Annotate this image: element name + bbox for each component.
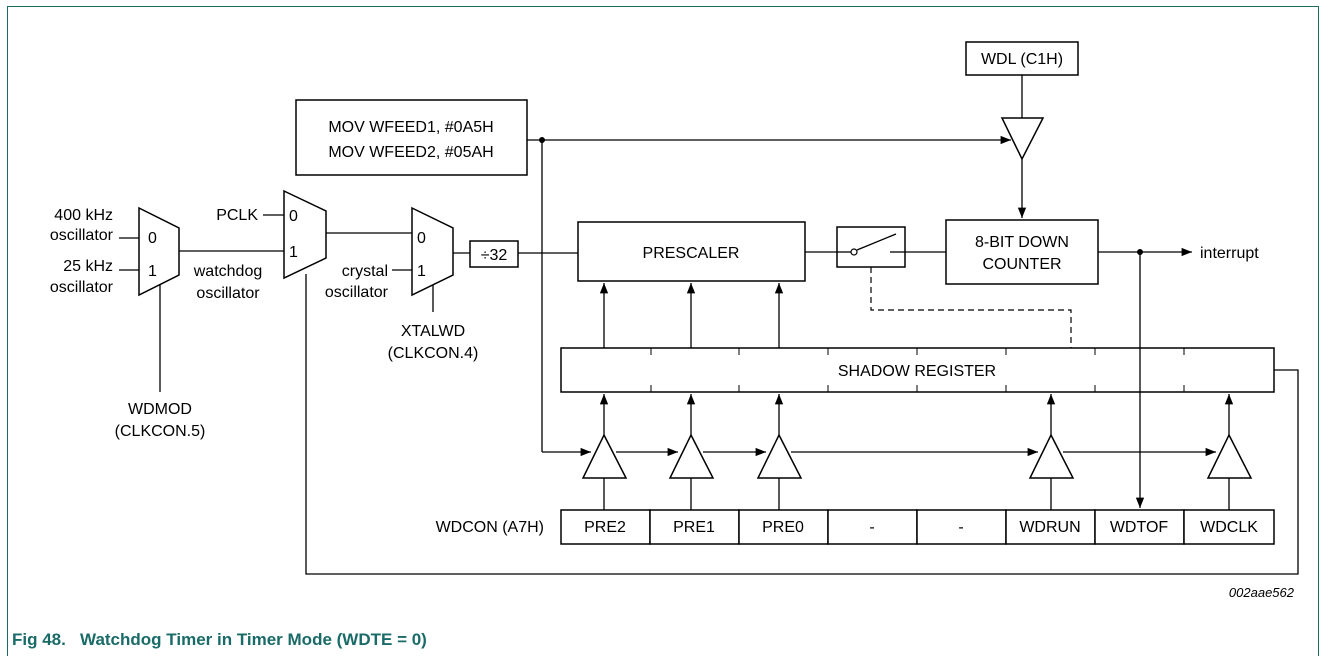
- pclk-label: PCLK: [216, 207, 258, 224]
- pre1-buffer: [668, 433, 715, 479]
- wdl-load-buffer: [1000, 117, 1045, 161]
- shadow-register-dividers: [650, 348, 1185, 392]
- interrupt-label: interrupt: [1200, 245, 1259, 262]
- figure-caption: Fig 48. Watchdog Timer in Timer Mode (WD…: [12, 630, 427, 650]
- wdcon-bit: PRE1: [673, 519, 715, 536]
- wdmod-label: WDMOD: [128, 401, 192, 418]
- pre0-buffer: [756, 433, 803, 479]
- shadow-register-label: SHADOW REGISTER: [838, 363, 996, 380]
- wdcon-bit: PRE2: [584, 519, 626, 536]
- figure-frame: [7, 6, 1319, 656]
- wdcon-bit: WDTOF: [1110, 519, 1169, 536]
- mux1-input-0: 0: [148, 230, 157, 247]
- feed-line-1: MOV WFEED1, #0A5H: [328, 119, 493, 136]
- osc-25khz-label: 25 kHz: [63, 258, 113, 275]
- clock-source-mux: [283, 189, 327, 280]
- mux3-input-1: 1: [417, 263, 426, 280]
- crystal-osc-label-2: oscillator: [325, 284, 389, 301]
- wdcon-bit: WDCLK: [1200, 519, 1258, 536]
- wdcon-bit: -: [869, 519, 874, 536]
- xtalwd-label: XTALWD: [401, 323, 465, 340]
- wdcon-bit: -: [958, 519, 963, 536]
- pre2-buffer: [581, 433, 628, 479]
- caption-title: Watchdog Timer in Timer Mode (WDTE = 0): [80, 630, 427, 649]
- mux1-input-1: 1: [148, 263, 157, 280]
- mux2-input-0: 0: [289, 208, 298, 225]
- oscillator-mux: [138, 206, 180, 297]
- wdcon-label: WDCON (A7H): [436, 519, 544, 536]
- caption-number: Fig 48.: [12, 630, 66, 649]
- divide-by-32-label: ÷32: [481, 247, 508, 264]
- wdl-label: WDL (C1H): [981, 51, 1063, 68]
- watchdog-osc-label: watchdog: [193, 263, 263, 280]
- enable-switch: [836, 226, 906, 268]
- counter-label-2: COUNTER: [982, 256, 1061, 273]
- feed-line-2: MOV WFEED2, #05AH: [328, 144, 493, 161]
- prescaler-label: PRESCALER: [643, 245, 740, 262]
- wdcon-bit: PRE0: [762, 519, 804, 536]
- osc-400khz-label-2: oscillator: [50, 227, 114, 244]
- wdmod-label-2: (CLKCON.5): [115, 423, 206, 440]
- osc-400khz-label: 400 kHz: [54, 207, 113, 224]
- mux2-input-1: 1: [289, 244, 298, 261]
- down-counter-block: [945, 219, 1099, 285]
- xtalwd-label-2: (CLKCON.4): [388, 345, 479, 362]
- watchdog-osc-label-2: oscillator: [196, 285, 260, 302]
- wdclk-buffer: [1206, 433, 1253, 479]
- wdcon-register: PRE2 PRE1 PRE0 - - WDRUN WDTOF WDCLK: [560, 509, 1275, 545]
- divide-by-32-block: [469, 240, 519, 268]
- osc-25khz-label-2: oscillator: [50, 279, 114, 296]
- xtalwd-mux: [411, 206, 454, 297]
- figure-reference-id: 002aae562: [1229, 585, 1295, 600]
- wdl-register: [965, 41, 1079, 76]
- crystal-osc-label: crystal: [342, 263, 388, 280]
- counter-label-1: 8-BIT DOWN: [975, 234, 1069, 251]
- wdcon-bit: WDRUN: [1019, 519, 1080, 536]
- prescaler-block: [577, 221, 806, 282]
- wdrun-buffer: [1028, 433, 1075, 479]
- mux3-input-0: 0: [417, 230, 426, 247]
- feed-sequence-block: [295, 99, 528, 176]
